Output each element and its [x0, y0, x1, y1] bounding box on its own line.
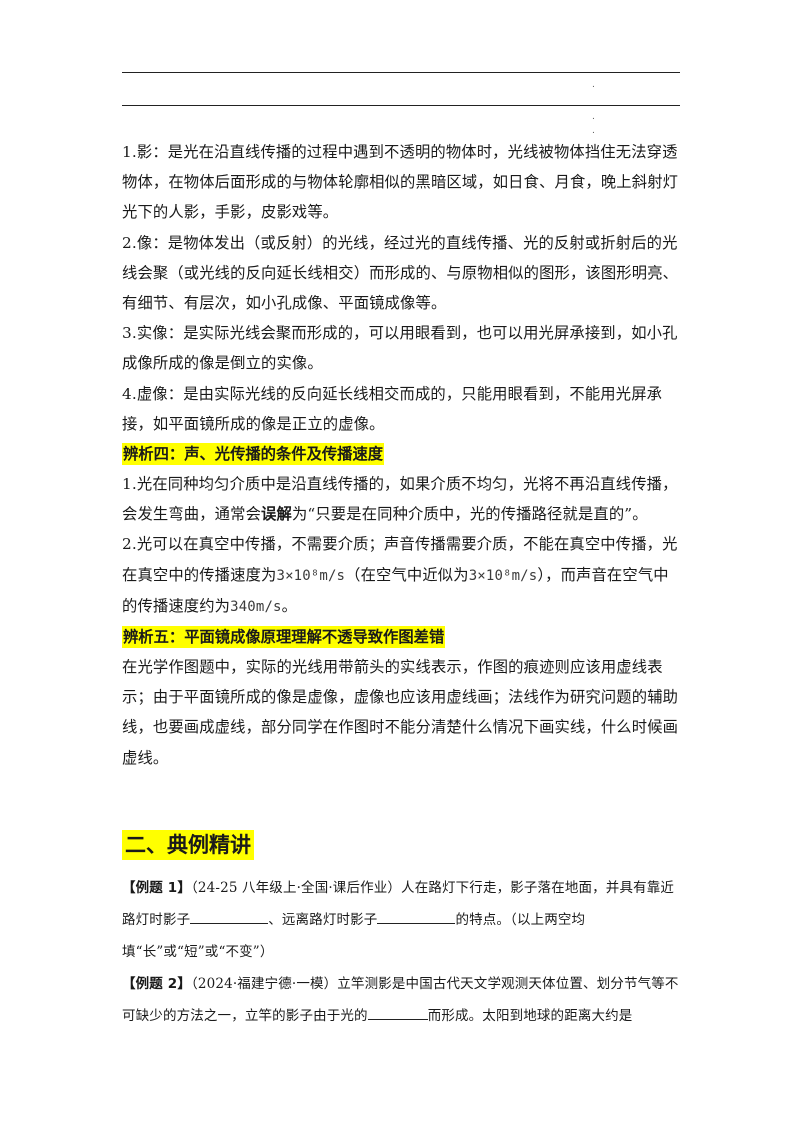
answer-blank-3[interactable] [367, 1003, 428, 1020]
formula-sound-speed: 340m/s [230, 598, 282, 615]
paragraph-image: 2.像：是物体发出（或反射）的光线，经过光的直线传播、光的反射或折射后的光线会聚… [122, 233, 679, 313]
example-2-label: 【例题 2】 [122, 976, 191, 992]
paragraph-light-speed: 2.光可以在真空中传播，不需要介质；声音传播需要介质，不能在真空中传播，光在真空… [122, 535, 678, 615]
heading-analysis-4: 辨析四：声、光传播的条件及传播速度 [122, 443, 385, 466]
paragraph-straight-line: 1.光在同种均匀介质中是沿直线传播的，如果介质不均匀，光将不再沿直线传播，会发生… [122, 475, 678, 524]
header-rule-top [122, 72, 680, 73]
paragraph-virtual-image: 4.虚像：是由实际光线的反向延长线相交而成的，只能用眼看到，不能用光屏承接，如平… [122, 384, 663, 433]
answer-blank-1[interactable] [190, 907, 269, 924]
paragraph-shadow: 1.影：是光在沿直线传播的过程中遇到不透明的物体时，光线被物体挡住无法穿透物体，… [122, 143, 679, 222]
main-content: 1.影：是光在沿直线传播的过程中遇到不透明的物体时，光线被物体挡住无法穿透物体，… [122, 137, 682, 773]
paragraph-real-image: 3.实像：是实际光线会聚而形成的，可以用眼看到，也可以用光屏承接到，如小孔成像所… [122, 324, 678, 373]
section-title: 二、典例精讲 [122, 830, 254, 860]
header-rule-bottom [122, 105, 680, 106]
formula-light-speed-vacuum: 3×10⁸m/s [276, 567, 346, 584]
answer-blank-2[interactable] [377, 907, 456, 924]
formula-light-speed-air: 3×10⁸m/s [468, 567, 538, 584]
example-2: 【例题 2】（2024·福建宁德·一模）立竿测影是中国古代天文学观测天体位置、划… [122, 976, 679, 1024]
examples: 【例题 1】（24-25 八年级上·全国·课后作业）人在路灯下行走，影子落在地面… [122, 872, 682, 1032]
emphasis-misunderstanding: 误解 [261, 505, 292, 524]
example-1-label: 【例题 1】 [122, 880, 191, 896]
margin-dot: . [592, 80, 595, 90]
margin-dot: . [592, 112, 595, 122]
example-1: 【例题 1】（24-25 八年级上·全国·课后作业）人在路灯下行走，影子落在地面… [122, 880, 675, 960]
margin-dot: . [592, 126, 595, 136]
paragraph-drawing: 在光学作图题中，实际的光线用带箭头的实线表示，作图的痕迹则应该用虚线表示；由于平… [122, 658, 679, 767]
heading-analysis-5: 辨析五：平面镜成像原理理解不透导致作图差错 [122, 626, 446, 649]
